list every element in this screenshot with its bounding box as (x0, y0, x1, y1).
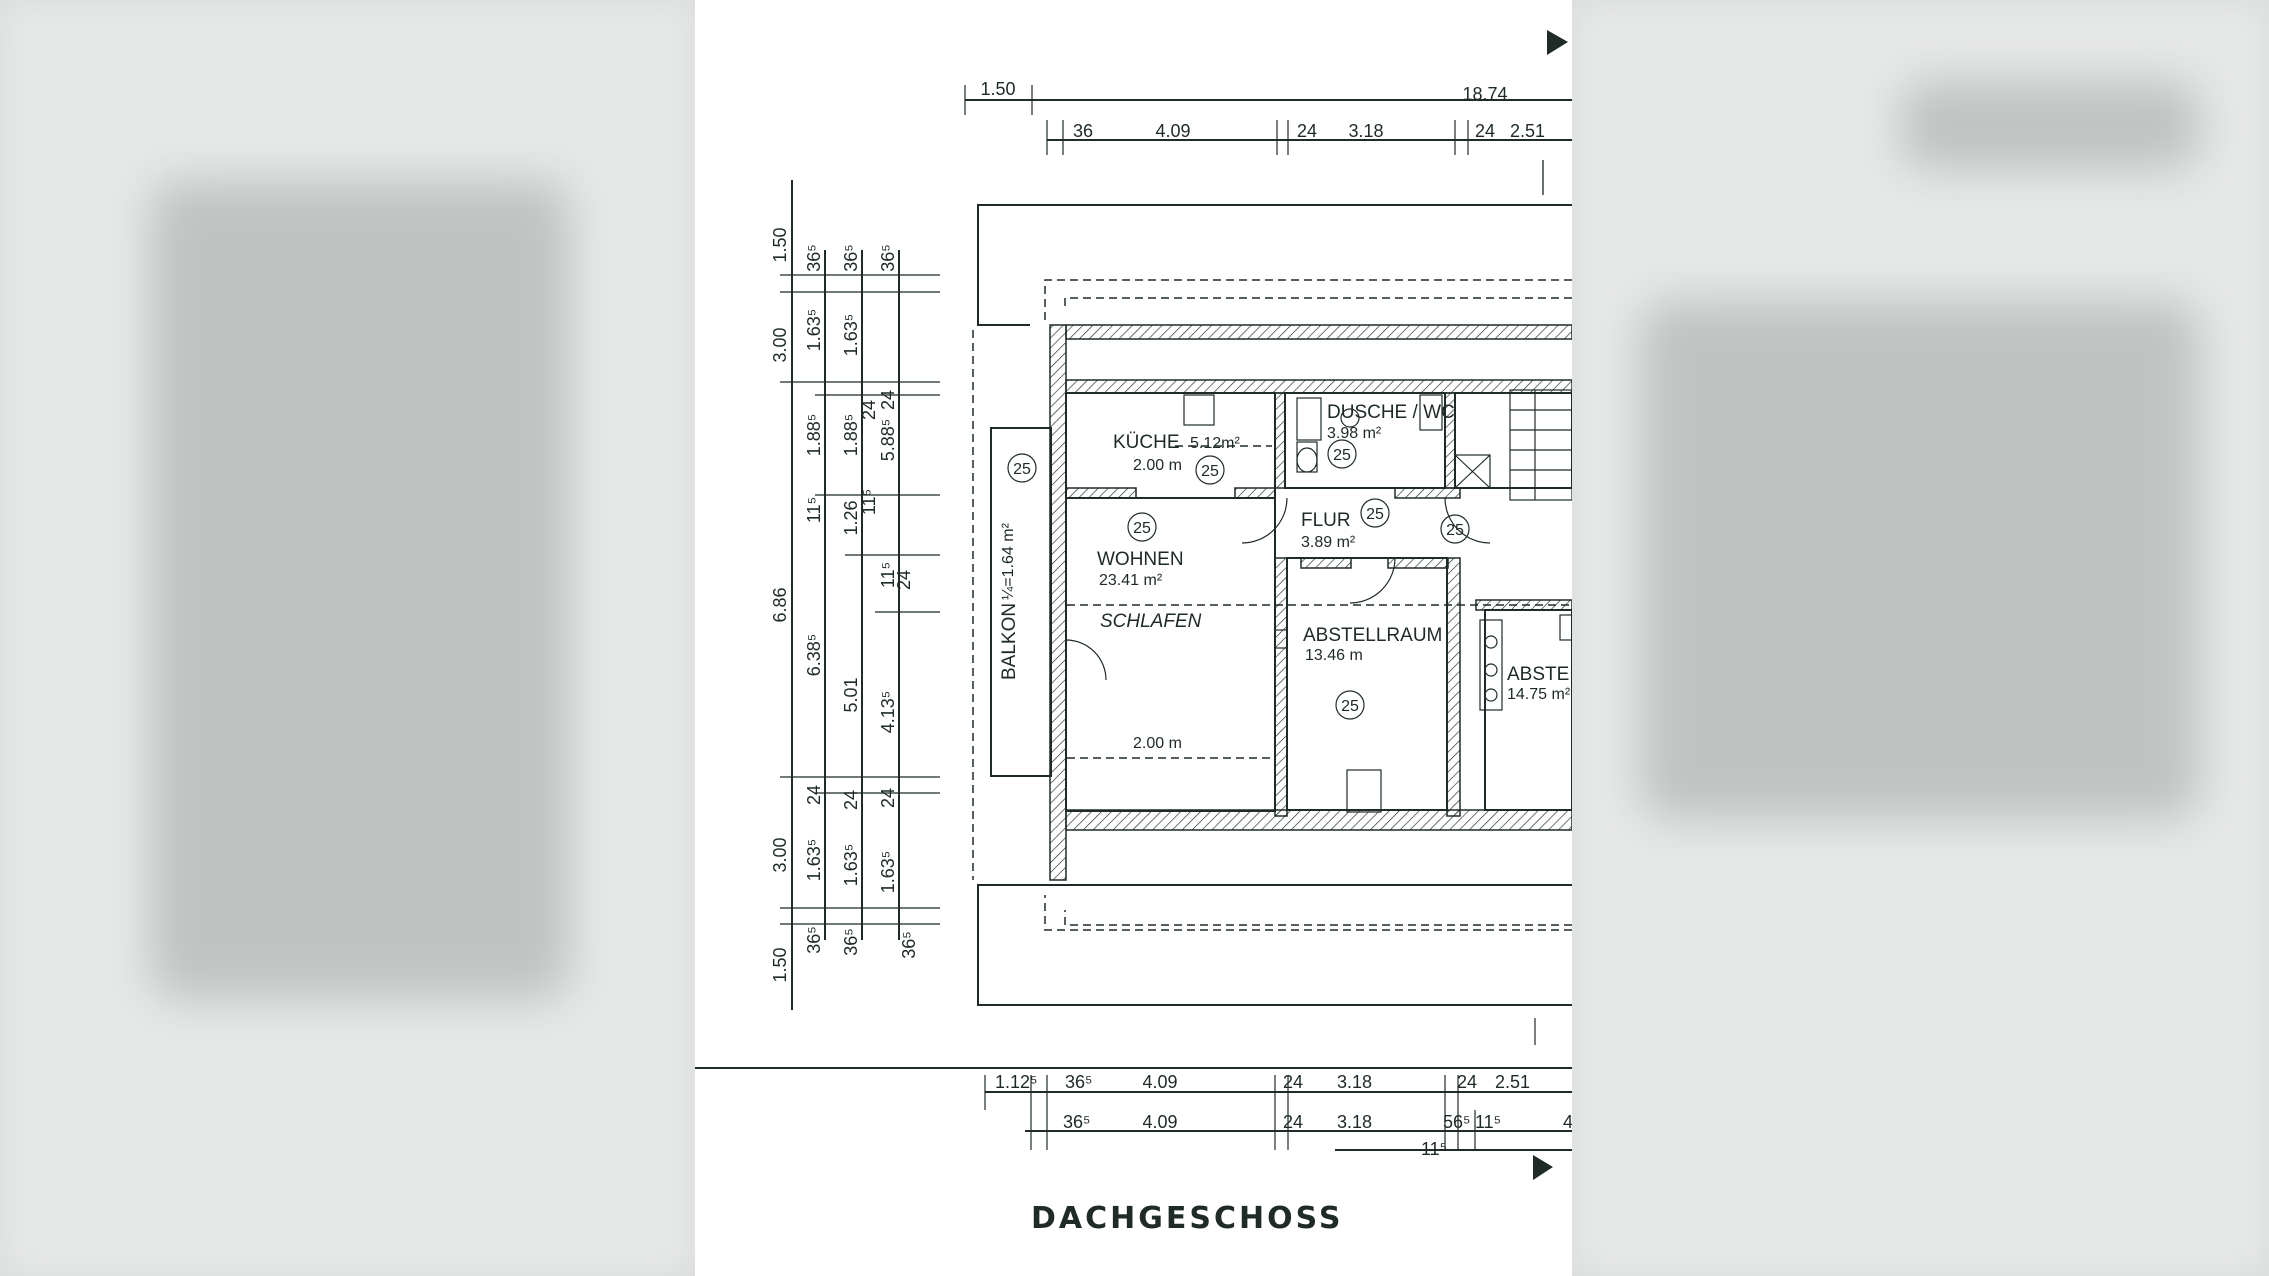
floor-plan-sheet: 1.50 18.74 36 4.09 24 3.18 24 2.51 1.50 … (695, 0, 1572, 1276)
dim-left-c2-2: 1.63⁵ (804, 309, 824, 352)
top-dimension-chain: 1.50 18.74 36 4.09 24 3.18 24 2.51 (964, 79, 1572, 195)
dim-top-total: 18.74 (1462, 84, 1507, 104)
walls (1049, 324, 1572, 881)
room-schlafen-height: 2.00 m (1133, 735, 1182, 752)
bottom-dimension-chain: 1.12⁵ 36⁵ 4.09 24 3.18 24 2.51 36⁵ 4.09 … (695, 1067, 1572, 1159)
blurred-right-panel (1572, 0, 2269, 1276)
room-wohnen-area: 23.41 m² (1099, 572, 1163, 589)
room-abstell2-area: 14.75 m² (1507, 686, 1571, 703)
dim-left-c3-5: 1.26 (841, 500, 861, 535)
dim-bottom-r2-1: 36⁵ (1063, 1112, 1090, 1132)
room-dusche-name: DUSCHE / WC (1327, 402, 1455, 423)
room-dusche-area: 3.98 m² (1327, 425, 1382, 442)
dim-left-c2-4: 11⁵ (804, 497, 824, 523)
dim-left-c3-3: 24 (859, 400, 879, 420)
dim-left-c4-6: 4.13⁵ (878, 691, 898, 734)
marker-flur: 25 (1366, 506, 1384, 523)
dim-left-c4-5: 24 (894, 570, 914, 590)
dim-top-r3: 24 (1297, 121, 1317, 141)
dim-bottom-r2-3: 24 (1283, 1112, 1303, 1132)
dim-bottom-r1-5: 3.18 (1337, 1072, 1372, 1092)
dim-left-c1-2: 3.00 (770, 327, 790, 362)
dim-left-c1-4: 3.00 (770, 837, 790, 872)
dim-bottom-r1-3: 4.09 (1142, 1072, 1177, 1092)
room-labels: KÜCHE 5.12m² 2.00 m DUSCHE / WC 3.98 m² … (999, 402, 1571, 752)
dim-left-c3-10: 36⁵ (841, 928, 861, 955)
blurred-left-shape (150, 180, 570, 1000)
dim-left-c3-2: 1.63⁵ (841, 314, 861, 357)
marker-kueche: 25 (1201, 463, 1219, 480)
room-abstell2-name: ABSTE (1507, 664, 1569, 685)
dim-left-c4-4: 11⁵ (878, 562, 898, 588)
dim-left-c2-3: 1.88⁵ (804, 414, 824, 457)
dim-left-c4-1: 36⁵ (878, 244, 898, 271)
section-marker-bottom (1533, 1155, 1553, 1180)
interior-lines (990, 389, 1572, 813)
blurred-right-top-shape (1900, 80, 2200, 170)
dim-top-r5: 24 (1475, 121, 1495, 141)
dim-left-c2-1: 36⁵ (804, 244, 824, 271)
dim-top-r4: 3.18 (1348, 121, 1383, 141)
dim-left-c4-9: 36⁵ (899, 931, 919, 958)
dim-bottom-r1-2: 36⁵ (1065, 1072, 1092, 1092)
dim-bottom-r2-2: 4.09 (1142, 1112, 1177, 1132)
blurred-left-panel (0, 0, 695, 1276)
dim-top-r2: 4.09 (1155, 121, 1190, 141)
dim-bottom-r2-6: 11⁵ (1475, 1112, 1501, 1132)
dim-left-c4-2: 24 (878, 390, 898, 410)
dim-left-c4-8: 1.63⁵ (878, 851, 898, 894)
dim-left-c3-1: 36⁵ (841, 244, 861, 271)
section-marker-top (1547, 30, 1568, 55)
dim-bottom-r3: 11⁵ (1421, 1139, 1447, 1159)
room-balkon-name: BALKON (999, 603, 1020, 680)
room-kueche-height: 2.00 m (1133, 457, 1182, 474)
room-flur-area: 3.89 m² (1301, 534, 1356, 551)
dim-left-c3-4: 1.88⁵ (841, 414, 861, 457)
plan-title: DACHGESCHOSS (1031, 1201, 1343, 1236)
dim-left-c1-5: 1.50 (770, 947, 790, 982)
dim-left-c3-6: 11⁵ (859, 489, 879, 515)
dim-left-c3-7: 5.01 (841, 677, 861, 712)
dim-bottom-r1-1: 1.12⁵ (995, 1072, 1038, 1092)
room-wohnen-name: WOHNEN (1097, 549, 1184, 570)
dim-left-c1-3: 6.86 (770, 587, 790, 622)
dim-bottom-r1-7: 2.51 (1495, 1072, 1530, 1092)
marker-balkon: 25 (1013, 461, 1031, 478)
room-abstellraum-area: 13.46 m (1305, 647, 1363, 664)
room-kueche-name: KÜCHE (1113, 432, 1180, 453)
dim-left-c2-6: 24 (804, 785, 824, 805)
dim-left-c3-8: 24 (841, 790, 861, 810)
room-kueche-area: 5.12m² (1190, 435, 1240, 452)
dim-bottom-r2-4: 3.18 (1337, 1112, 1372, 1132)
room-flur-name: FLUR (1301, 510, 1351, 531)
dim-top-r6: 2.51 (1510, 121, 1545, 141)
blurred-right-shape (1640, 300, 2200, 820)
dim-left-c2-8: 36⁵ (804, 926, 824, 953)
roof-outline (972, 160, 1572, 1045)
marker-dusche: 25 (1333, 447, 1351, 464)
dim-left-c2-7: 1.63⁵ (804, 839, 824, 882)
floor-plan-drawing: 1.50 18.74 36 4.09 24 3.18 24 2.51 1.50 … (695, 30, 1572, 1236)
dim-left-c4-3: 5.88⁵ (878, 419, 898, 462)
marker-abstellraum: 25 (1341, 698, 1359, 715)
staircase (1509, 389, 1572, 501)
room-abstellraum-name: ABSTELLRAUM (1303, 625, 1442, 646)
room-balkon-area: ¼=1.64 m² (1000, 522, 1017, 600)
dim-top-r1: 36 (1073, 121, 1093, 141)
dim-top-left: 1.50 (980, 79, 1015, 99)
marker-treppe: 25 (1446, 522, 1464, 539)
dim-left-c2-5: 6.38⁵ (804, 634, 824, 677)
dim-bottom-r2-7: 4 (1563, 1112, 1572, 1132)
dim-bottom-r1-6: 24 (1457, 1072, 1477, 1092)
left-dimension-chain: 1.50 3.00 6.86 3.00 1.50 36⁵ 1.63⁵ 1.88⁵… (770, 180, 940, 1010)
room-schlafen-name: SCHLAFEN (1100, 611, 1202, 632)
dim-left-c3-9: 1.63⁵ (841, 844, 861, 887)
dim-left-c1-1: 1.50 (770, 227, 790, 262)
floor-markers: 25 25 25 25 25 25 25 (1007, 439, 1470, 720)
dim-bottom-r2-5: 56⁵ (1443, 1112, 1470, 1132)
dim-bottom-r1-4: 24 (1283, 1072, 1303, 1092)
marker-wohnen: 25 (1133, 520, 1151, 537)
dim-left-c4-7: 24 (878, 788, 898, 808)
